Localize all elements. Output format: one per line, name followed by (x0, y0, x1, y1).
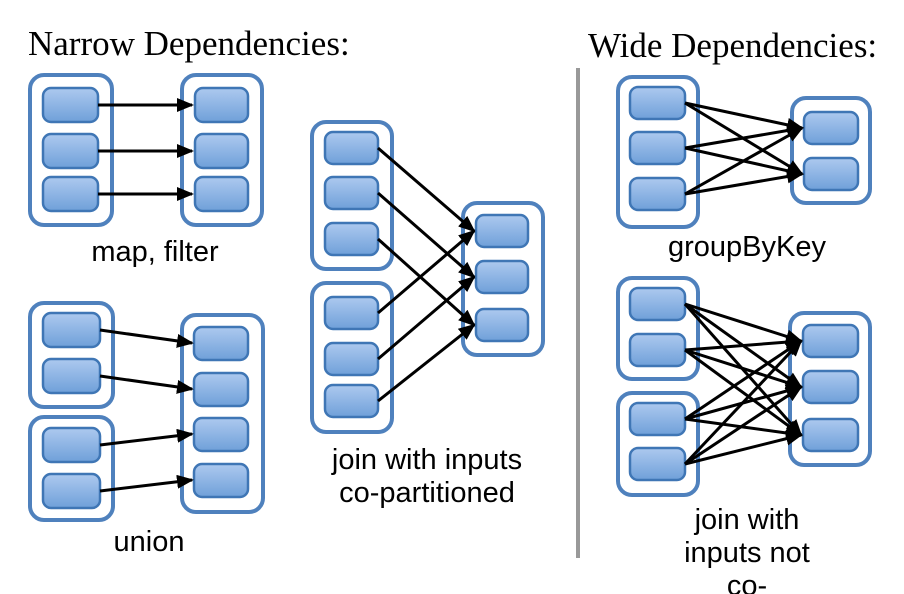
union-label: union (113, 526, 185, 558)
join-not-co-partitioned-dependency-arrow (684, 335, 803, 352)
join-not-co-partitioned-partition-cell (801, 323, 860, 359)
join-co-partitioned-partition-cell (323, 295, 380, 331)
join-not-co-partitioned-dependency-arrow (684, 348, 803, 437)
groupByKey-partition-cell (628, 85, 687, 121)
map-filter-partition-cell (193, 132, 250, 170)
join-co-partitioned-dependency-arrow (376, 237, 476, 327)
groupByKey-dependency-arrow (684, 169, 804, 196)
groupByKey-dependency-arrow (684, 123, 804, 150)
join-co-partitioned-dependency-arrow (377, 191, 476, 279)
map-filter-partition-cell (193, 86, 250, 124)
map-filter-label: map, filter (91, 236, 219, 268)
join-not-co-partitioned-dependency-arrow (683, 339, 803, 466)
groupByKey-partition-cell (628, 130, 687, 166)
groupByKey-partition-cell (802, 156, 860, 192)
join-co-partitioned-dependency-arrow (377, 275, 476, 361)
union-dependency-arrow (99, 328, 194, 348)
map-filter-partition-cell (193, 175, 250, 213)
join-co-partitioned-partition-cell (474, 259, 530, 295)
join-co-partitioned-partition-cell (474, 307, 530, 343)
join-co-partitioned-partition-cell (323, 221, 380, 257)
map-filter-partition-cell (41, 175, 100, 213)
join-not-co-partitioned-partition-cell (628, 286, 687, 322)
union-dependency-arrow (99, 374, 194, 394)
join-not-co-partitioned-dependency-arrow (684, 302, 803, 344)
join-not-co-partitioned-partition-cell (628, 332, 687, 368)
union-partition-cell (41, 311, 102, 349)
groupByKey-dependency-arrow (684, 126, 804, 196)
groupByKey-dependency-arrow (684, 101, 804, 132)
union-partition-cell (41, 472, 102, 510)
join-not-co-partitioned-dependency-arrow (684, 339, 803, 421)
partition-groups-layer (28, 73, 872, 522)
section-divider-line (576, 68, 580, 558)
groupByKey-partition-cell (628, 176, 687, 212)
join-not-co-partitioned-partition-cell (801, 417, 860, 453)
union-partition-cell (192, 416, 250, 453)
dependency-arrows-layer (98, 98, 804, 493)
union-partition-cell (41, 357, 102, 395)
join-co-partitioned-dependency-arrow (377, 146, 476, 233)
join-co-partitioned-partition-cell (474, 213, 530, 249)
join-not-co-partitioned-dependency-arrow (684, 348, 803, 390)
join-co-partitioned-label: join with inputs co-partitioned (331, 444, 523, 509)
join-not-co-partitioned-partition-cell (628, 401, 687, 437)
map-filter-partition-cell (41, 132, 100, 170)
map-filter-partition-cell (41, 86, 100, 124)
union-dependency-arrow (99, 428, 194, 447)
join-not-co-partitioned-partition-cell (801, 369, 860, 405)
groupByKey-partition-cell (802, 110, 860, 146)
groupbykey-label: groupByKey (668, 231, 826, 263)
join-not-co-partitioned-partition-cell (628, 446, 687, 482)
union-partition-cell (192, 325, 250, 362)
join-co-partitioned-partition-cell (323, 341, 380, 377)
union-partition-cell (192, 371, 250, 408)
wide-dependencies-title: Wide Dependencies: (588, 26, 878, 65)
join-not-co-partitioned-dependency-arrow (684, 385, 803, 466)
join-co-partitioned-dependency-arrow (377, 229, 476, 315)
join-co-partitioned-dependency-arrow (377, 323, 476, 403)
join-co-partitioned-partition-cell (323, 130, 380, 166)
join-co-partitioned-partition-cell (323, 175, 380, 211)
union-dependency-arrow (99, 474, 194, 493)
join-not-co-partitioned-label: join with inputs not co-partitioned (684, 504, 810, 594)
join-co-partitioned-partition-cell (323, 383, 380, 419)
join-not-co-partitioned-dependency-arrow (684, 431, 803, 466)
union-partition-cell (41, 426, 102, 464)
narrow-dependencies-title: Narrow Dependencies: (28, 24, 350, 63)
union-partition-cell (192, 462, 250, 499)
